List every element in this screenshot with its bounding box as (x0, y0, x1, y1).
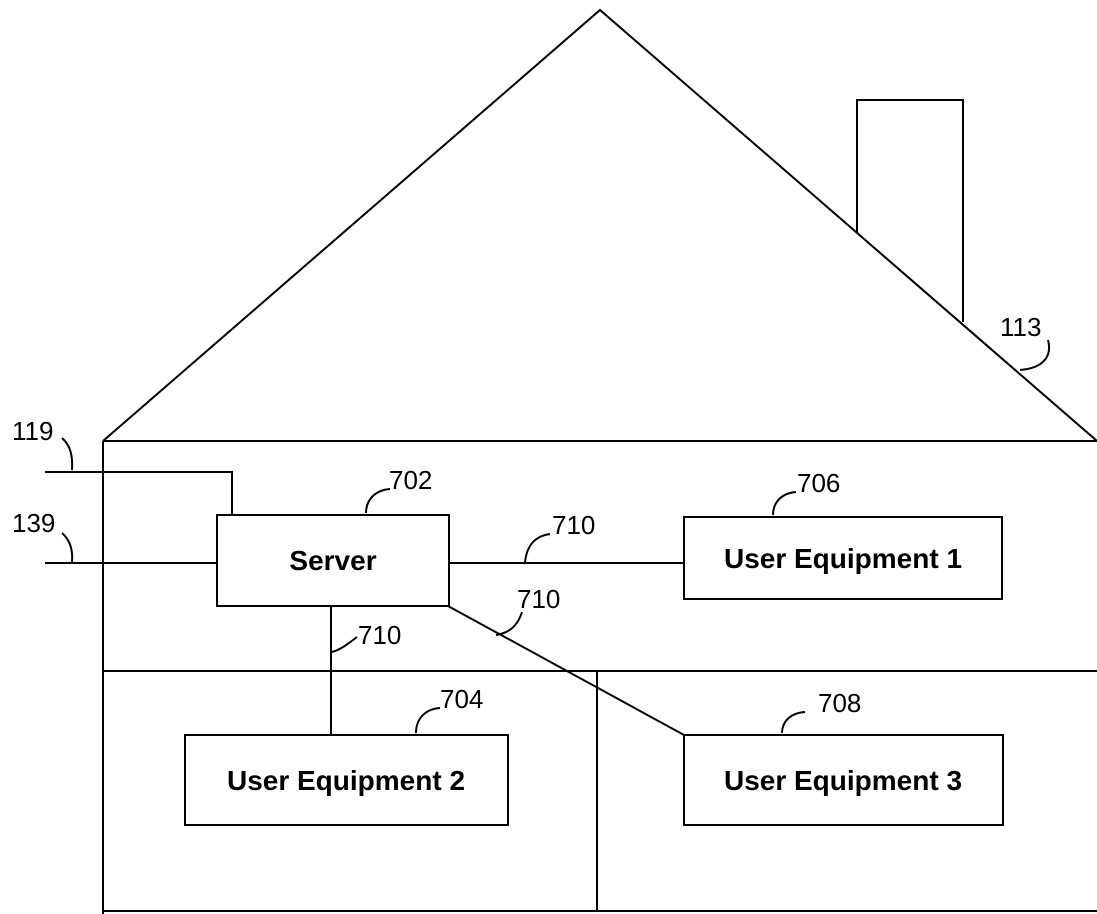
ref-119: 119 (12, 416, 74, 471)
leader-710-ue1 (524, 533, 551, 563)
leader-113 (1019, 339, 1050, 371)
user-equipment-2-node: User Equipment 2 (184, 734, 509, 826)
ref-label-710-ue1: 710 (552, 510, 595, 540)
ref-710-ue3: 710 (495, 584, 560, 636)
ref-710-ue2: 710 (331, 620, 401, 653)
ref-label-704: 704 (440, 684, 483, 714)
leader-710-ue2 (331, 636, 358, 653)
ref-708: 708 (781, 688, 861, 734)
user-equipment-3-label: User Equipment 3 (724, 765, 962, 796)
ref-710-ue1: 710 (524, 510, 595, 563)
leader-702 (365, 488, 391, 514)
server-node: Server (216, 514, 450, 607)
user-equipment-1-label: User Equipment 1 (724, 543, 962, 574)
leader-708 (781, 711, 806, 734)
user-equipment-1-node: User Equipment 1 (683, 516, 1003, 600)
house (102, 8, 1097, 914)
ref-139: 139 (12, 508, 74, 563)
user-equipment-1-box (683, 516, 1003, 600)
ref-113: 113 (1000, 312, 1050, 371)
ref-label-702: 702 (389, 465, 432, 495)
ref-706: 706 (772, 468, 840, 516)
ref-label-708: 708 (818, 688, 861, 718)
ref-702: 702 (365, 465, 432, 514)
input-line-119 (45, 471, 233, 515)
connection-server-ue3 (447, 605, 685, 736)
chimney (856, 99, 964, 322)
user-equipment-2-box (184, 734, 509, 826)
leader-139 (61, 532, 74, 563)
ref-704: 704 (415, 684, 483, 734)
ref-label-113: 113 (1000, 312, 1041, 342)
ref-label-139: 139 (12, 508, 55, 538)
leader-710-ue3 (495, 611, 523, 636)
leader-119 (61, 437, 74, 471)
user-equipment-3-box (683, 734, 1004, 826)
leader-706 (772, 491, 797, 516)
server-label: Server (289, 545, 376, 576)
ref-label-706: 706 (797, 468, 840, 498)
user-equipment-2-label: User Equipment 2 (227, 765, 465, 796)
server-box (216, 514, 450, 607)
ref-label-119: 119 (12, 416, 53, 446)
ref-label-710-ue3: 710 (517, 584, 560, 614)
user-equipment-3-node: User Equipment 3 (683, 734, 1004, 826)
leader-704 (415, 707, 441, 734)
house-roof (102, 8, 1097, 442)
ref-label-710-ue2: 710 (358, 620, 401, 650)
